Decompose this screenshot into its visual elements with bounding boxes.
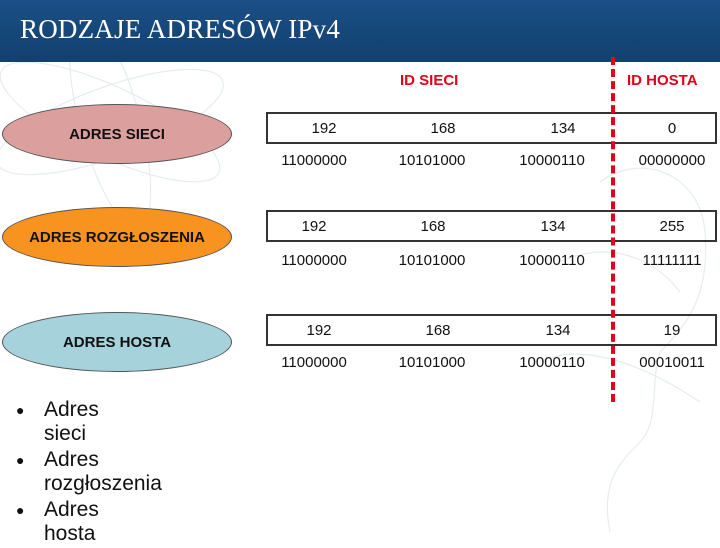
host-octet-box <box>266 314 717 346</box>
bullet-icon: ● <box>16 452 25 468</box>
network-id-header: ID SIECI <box>400 72 459 89</box>
binary-cell: 10101000 <box>398 252 466 269</box>
octet-cell: 19 <box>663 322 681 339</box>
octet-cell: 134 <box>550 120 576 137</box>
octet-cell: 192 <box>306 322 332 339</box>
octet-cell: 134 <box>545 322 571 339</box>
network-host-divider <box>611 57 615 402</box>
octet-cell: 192 <box>301 218 327 235</box>
octet-cell: 134 <box>540 218 566 235</box>
binary-cell: 10000110 <box>519 354 585 371</box>
binary-cell: 10101000 <box>398 354 466 371</box>
binary-cell: 11111111 <box>642 252 702 269</box>
octet-cell: 192 <box>311 120 337 137</box>
octet-cell: 255 <box>659 218 685 235</box>
binary-cell: 10101000 <box>398 152 466 169</box>
list-item-label: Adres sieci <box>44 398 99 445</box>
list-item-label: Adres hosta <box>44 498 99 545</box>
list-item-label: Adres rozgłoszenia <box>44 448 162 495</box>
broadcast-octet-box <box>266 210 717 242</box>
host-address-pill: ADRES HOSTA <box>2 312 232 372</box>
octet-cell: 168 <box>420 218 446 235</box>
binary-cell: 11000000 <box>281 252 347 269</box>
bullet-icon: ● <box>16 502 25 518</box>
binary-cell: 00010011 <box>639 354 705 371</box>
network-address-pill: ADRES SIECI <box>2 104 232 164</box>
binary-cell: 10000110 <box>519 152 585 169</box>
page-title: RODZAJE ADRESÓW IPv4 <box>20 14 341 44</box>
bullet-icon: ● <box>16 402 25 418</box>
host-id-header: ID HOSTA <box>627 72 698 89</box>
octet-cell: 0 <box>667 120 677 137</box>
title-bar: RODZAJE ADRESÓW IPv4 <box>0 0 720 62</box>
binary-cell: 00000000 <box>638 152 706 169</box>
binary-cell: 10000110 <box>519 252 585 269</box>
broadcast-address-pill: ADRES ROZGŁOSZENIA <box>2 207 232 267</box>
binary-cell: 11000000 <box>281 354 347 371</box>
network-octet-box <box>266 112 717 144</box>
octet-cell: 168 <box>430 120 456 137</box>
octet-cell: 168 <box>425 322 451 339</box>
binary-cell: 11000000 <box>281 152 347 169</box>
